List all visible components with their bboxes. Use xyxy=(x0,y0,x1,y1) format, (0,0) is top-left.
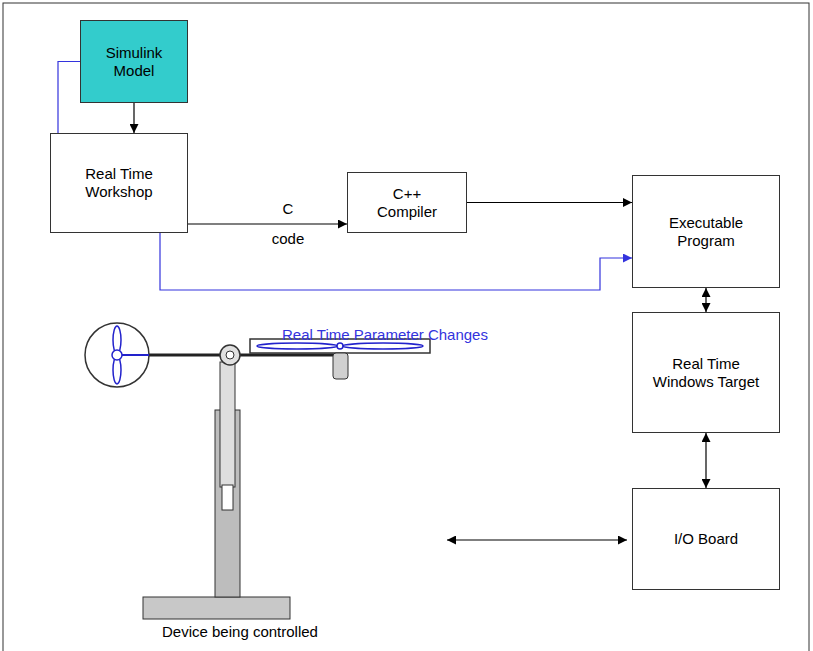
process-box: Real Time Windows Target xyxy=(632,312,780,433)
pivot-joint xyxy=(220,345,240,365)
motor-body xyxy=(333,353,348,379)
hardware-box: I/O Board xyxy=(632,488,780,590)
propeller-hub xyxy=(337,343,343,349)
link-arrow xyxy=(705,433,706,488)
flow-arrow xyxy=(188,223,347,224)
parameter-line xyxy=(58,62,80,134)
propeller-hub xyxy=(112,350,122,360)
io-link-arrow xyxy=(447,539,627,540)
pivot-pin xyxy=(226,351,234,359)
edge-label: Real Time Parameter Changes xyxy=(282,326,488,344)
stand-base xyxy=(143,597,290,619)
flow-arrow xyxy=(467,202,632,203)
propeller-shaft xyxy=(122,354,149,356)
process-box: C++ Compiler xyxy=(347,172,467,233)
flow-arrow xyxy=(133,103,134,133)
rod-block xyxy=(222,485,233,510)
process-box: Executable Program xyxy=(632,175,780,288)
propeller-blade xyxy=(343,343,423,349)
box-label: Executable Program xyxy=(651,214,761,250)
device-caption: Device being controlled xyxy=(162,623,318,640)
rotor-guard xyxy=(85,323,149,387)
process-box: Real Time Workshop xyxy=(50,133,188,233)
box-label: Simulink Model xyxy=(99,44,169,80)
box-label: Real Time Workshop xyxy=(69,165,169,201)
propeller-blade xyxy=(257,343,337,349)
box-label: C++ Compiler xyxy=(366,185,448,221)
model-box: Simulink Model xyxy=(80,20,188,103)
edge-label: C code xyxy=(272,194,305,254)
stand-rod xyxy=(220,362,235,487)
frame-border xyxy=(3,3,809,651)
box-label: Real Time Windows Target xyxy=(651,355,761,391)
parameter-line xyxy=(160,233,632,290)
link-arrow xyxy=(705,288,706,312)
box-label: I/O Board xyxy=(651,530,761,548)
